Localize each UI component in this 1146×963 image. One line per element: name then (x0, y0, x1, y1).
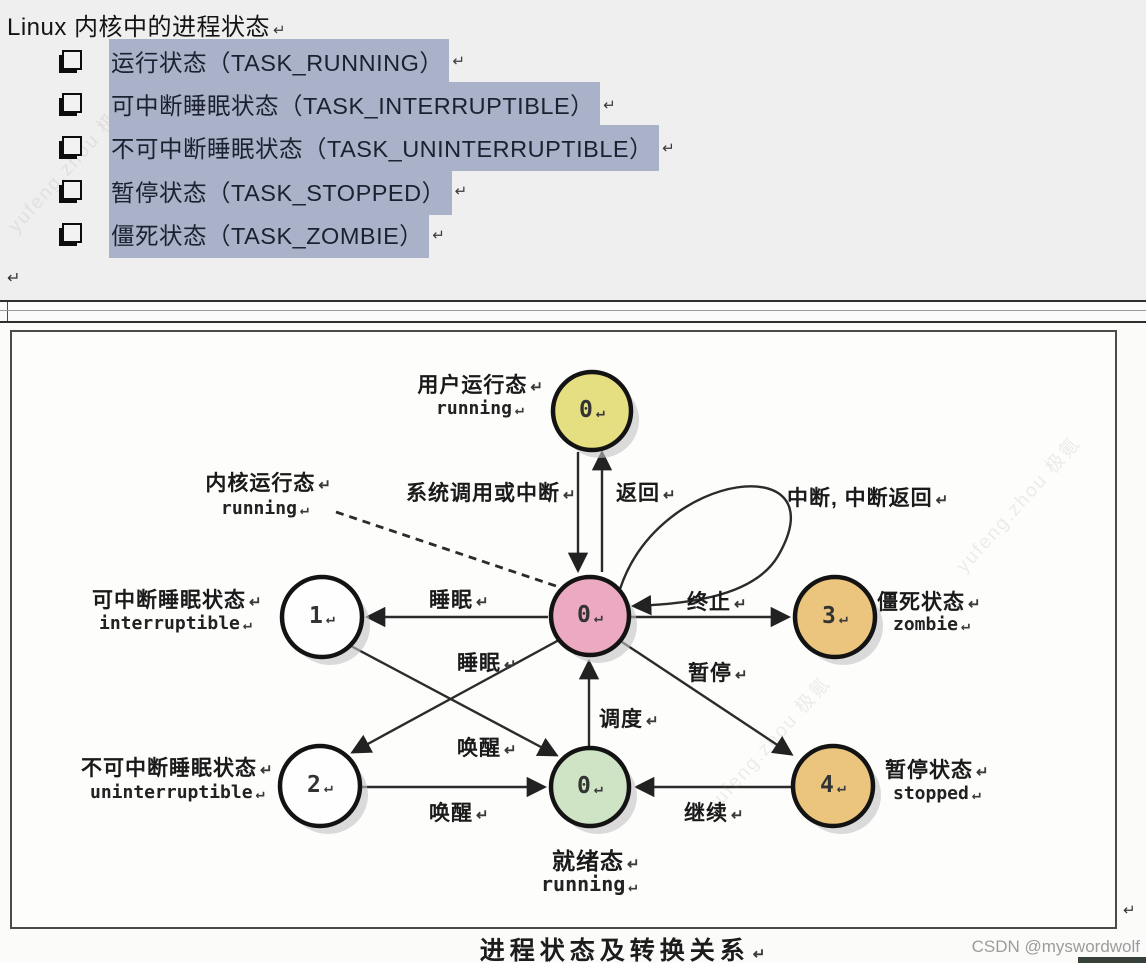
checkbox-bullet-icon (62, 93, 82, 114)
edge-continue-label: 继续↵ (684, 802, 745, 825)
checkbox-bullet-icon (62, 179, 82, 200)
paragraph-mark: ↵ (530, 379, 544, 396)
paragraph-mark: ↵ (731, 807, 745, 824)
edge-sleep2-label: 睡眠↵ (457, 652, 518, 675)
paragraph-mark: ↵ (1123, 902, 1136, 919)
paragraph-mark: ↵ (628, 877, 638, 895)
paragraph-mark: ↵ (662, 139, 675, 157)
paragraph-mark: ↵ (504, 742, 518, 759)
node-interruptible-title: 可中断睡眠状态↵ (92, 589, 263, 612)
paragraph-mark: ↵ (7, 270, 21, 287)
node-user-subtitle: running↵ (436, 398, 524, 419)
paragraph-mark: ↵ (646, 713, 660, 730)
list-item[interactable]: 可中断睡眠状态（TASK_INTERRUPTIBLE） ↵ (60, 82, 675, 129)
edge-interrupt-label: 中断, 中断返回↵ (787, 487, 950, 510)
paragraph-mark: ↵ (563, 487, 577, 504)
paragraph-mark: ↵ (273, 22, 287, 39)
list-item[interactable]: 不可中断睡眠状态（TASK_UNINTERRUPTIBLE） ↵ (60, 125, 675, 172)
paragraph-mark: ↵ (476, 807, 490, 824)
edge-syscall-label: 系统调用或中断↵ (406, 482, 577, 505)
paragraph-mark: ↵ (968, 596, 982, 613)
paragraph-mark: ↵ (452, 53, 465, 71)
bullet-text-uninterruptible[interactable]: 不可中断睡眠状态（TASK_UNINTERRUPTIBLE） (109, 125, 660, 172)
node-interruptible-subtitle: interruptible↵ (99, 613, 252, 634)
checkbox-bullet-icon (62, 136, 82, 157)
node-uninterruptible-subtitle: uninterruptible↵ (90, 782, 265, 803)
edge-sleep1-label: 睡眠↵ (429, 589, 490, 612)
list-item[interactable]: 暂停状态（TASK_STOPPED） ↵ (60, 168, 675, 215)
node-ready-title: 就绪态↵ (552, 848, 641, 874)
node-zombie-title: 僵死状态↵ (877, 591, 982, 614)
process-state-bullet-list: 运行状态（TASK_RUNNING） ↵ 可中断睡眠状态（TASK_INTERR… (60, 38, 675, 259)
node-stopped-number: 4↵ (820, 772, 846, 798)
node-ready-subtitle: running↵ (541, 872, 638, 896)
paragraph-mark: ↵ (325, 609, 335, 627)
paragraph-mark: ↵ (432, 226, 445, 244)
paragraph-mark: ↵ (593, 608, 603, 626)
bottom-edge-strip (1078, 957, 1146, 963)
checkbox-bullet-icon (62, 223, 82, 244)
paragraph-mark: ↵ (323, 778, 333, 796)
paragraph-mark: ↵ (242, 615, 252, 633)
paragraph-mark: ↵ (255, 784, 265, 802)
paragraph-mark: ↵ (663, 487, 677, 504)
paragraph-mark: ↵ (734, 596, 748, 613)
node-uninterruptible-title: 不可中断睡眠状态↵ (81, 757, 274, 780)
paragraph-mark: ↵ (735, 667, 749, 684)
paragraph-mark: ↵ (603, 96, 616, 114)
paragraph-mark: ↵ (249, 594, 263, 611)
bullet-text-zombie[interactable]: 僵死状态（TASK_ZOMBIE） (109, 212, 430, 259)
paragraph-mark: ↵ (595, 403, 605, 421)
edge-terminate-label: 终止↵ (687, 591, 748, 614)
paragraph-mark: ↵ (260, 762, 274, 779)
empty-table-row-divider (0, 300, 1146, 323)
paragraph-mark: ↵ (593, 779, 603, 797)
edge-wake2-label: 唤醒↵ (429, 802, 490, 825)
bullet-text-interruptible[interactable]: 可中断睡眠状态（TASK_INTERRUPTIBLE） (109, 82, 601, 129)
node-kernel-title: 内核运行态↵ (205, 472, 332, 495)
node-interruptible-number: 1↵ (309, 603, 335, 629)
checkbox-bullet-icon (62, 49, 82, 70)
page-title[interactable]: Linux 内核中的进程状态↵ (7, 7, 286, 42)
paragraph-mark: ↵ (514, 400, 524, 418)
node-user-number: 0↵ (579, 397, 605, 423)
paragraph-mark: ↵ (935, 492, 950, 509)
node-zombie-subtitle: zombie↵ (893, 614, 971, 635)
list-item[interactable]: 运行状态（TASK_RUNNING） ↵ (60, 38, 675, 85)
paragraph-mark: ↵ (838, 609, 848, 627)
node-stopped-title: 暂停状态↵ (885, 759, 990, 782)
node-kernel-number: 0↵ (577, 602, 603, 628)
paragraph-mark: ↵ (318, 477, 332, 494)
node-stopped-subtitle: stopped↵ (893, 783, 981, 804)
edge-schedule-label: 调度↵ (599, 708, 660, 731)
bullet-text-stopped[interactable]: 暂停状态（TASK_STOPPED） (109, 168, 452, 215)
paragraph-mark: ↵ (504, 657, 518, 674)
list-item[interactable]: 僵死状态（TASK_ZOMBIE） ↵ (60, 212, 675, 259)
node-uninterruptible-number: 2↵ (307, 772, 333, 798)
paragraph-mark: ↵ (627, 856, 641, 873)
edge-return-label: 返回↵ (616, 482, 677, 505)
bullet-text-running[interactable]: 运行状态（TASK_RUNNING） (109, 38, 450, 85)
paragraph-mark: ↵ (971, 785, 981, 803)
csdn-credit-watermark: CSDN @myswordwolf (971, 937, 1140, 956)
paragraph-mark: ↵ (454, 183, 468, 201)
paragraph-mark: ↵ (836, 778, 846, 796)
page-title-text: Linux 内核中的进程状态 (7, 14, 271, 41)
paragraph-mark: ↵ (476, 594, 490, 611)
node-user-title: 用户运行态↵ (417, 374, 544, 397)
paragraph-mark: ↵ (976, 764, 990, 781)
paragraph-mark: ↵ (752, 946, 771, 963)
node-zombie-number: 3↵ (822, 603, 848, 629)
edge-wake1-label: 唤醒↵ (457, 737, 518, 760)
paragraph-mark: ↵ (961, 616, 971, 634)
diagram-caption[interactable]: 进程状态及转换关系↵ (479, 937, 771, 963)
paragraph-mark: ↵ (299, 500, 309, 518)
edge-pause-label: 暂停↵ (688, 662, 749, 685)
node-ready-number: 0↵ (577, 773, 603, 799)
node-kernel-subtitle: running↵ (221, 498, 309, 519)
